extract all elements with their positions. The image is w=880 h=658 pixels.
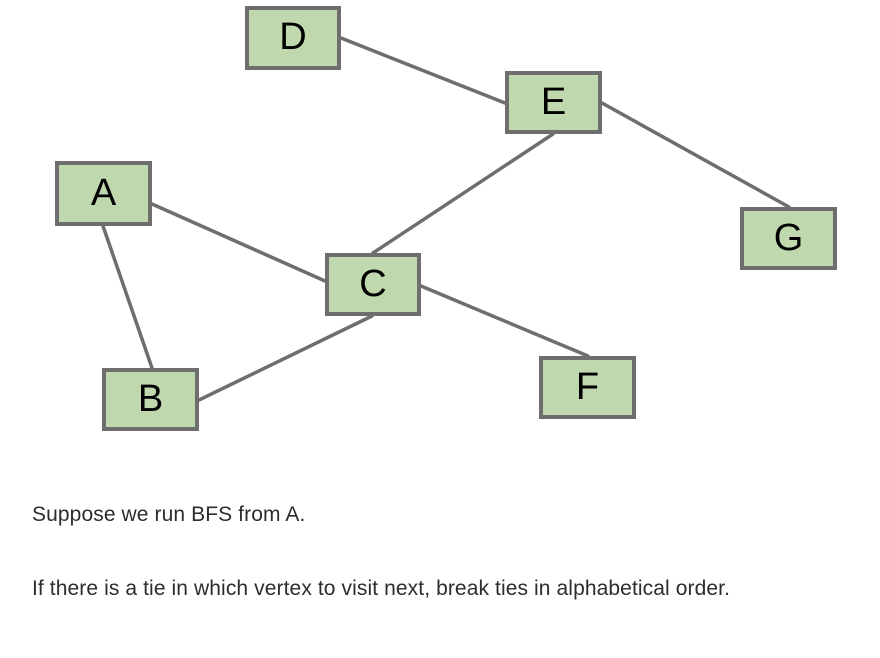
graph-edge-d-e xyxy=(339,36,507,105)
graph-edge-c-e xyxy=(371,132,555,255)
graph-node-a[interactable]: A xyxy=(55,161,152,226)
graph-node-b[interactable]: B xyxy=(102,368,199,431)
graph-edge-e-g xyxy=(600,101,791,209)
graph-node-label-f: F xyxy=(575,365,600,408)
graph-edge-b-c xyxy=(197,314,374,402)
graph-node-label-c: C xyxy=(359,262,387,305)
graph-edge-a-b xyxy=(101,224,154,370)
graph-node-label-a: A xyxy=(90,171,117,214)
graph-node-label-d: D xyxy=(279,16,307,58)
graph-node-f[interactable]: F xyxy=(539,356,636,419)
graph-diagram: A B C D E F G xyxy=(55,6,837,431)
graph-node-e[interactable]: E xyxy=(505,71,602,134)
graph-node-c[interactable]: C xyxy=(325,253,421,316)
graph-edge-a-c xyxy=(150,202,327,283)
graph-edge-c-f xyxy=(419,284,590,358)
graph-node-d[interactable]: D xyxy=(245,6,341,70)
prompt-line-bfs-start: Suppose we run BFS from A. xyxy=(32,503,306,526)
graph-edge-layer xyxy=(101,36,791,402)
graph-node-label-e: E xyxy=(540,80,567,123)
prompt-line-tiebreak-rule: If there is a tie in which vertex to vis… xyxy=(32,577,731,600)
graph-node-g[interactable]: G xyxy=(740,207,837,270)
graph-node-label-b: B xyxy=(137,377,164,420)
graph-node-label-g: G xyxy=(773,216,804,259)
